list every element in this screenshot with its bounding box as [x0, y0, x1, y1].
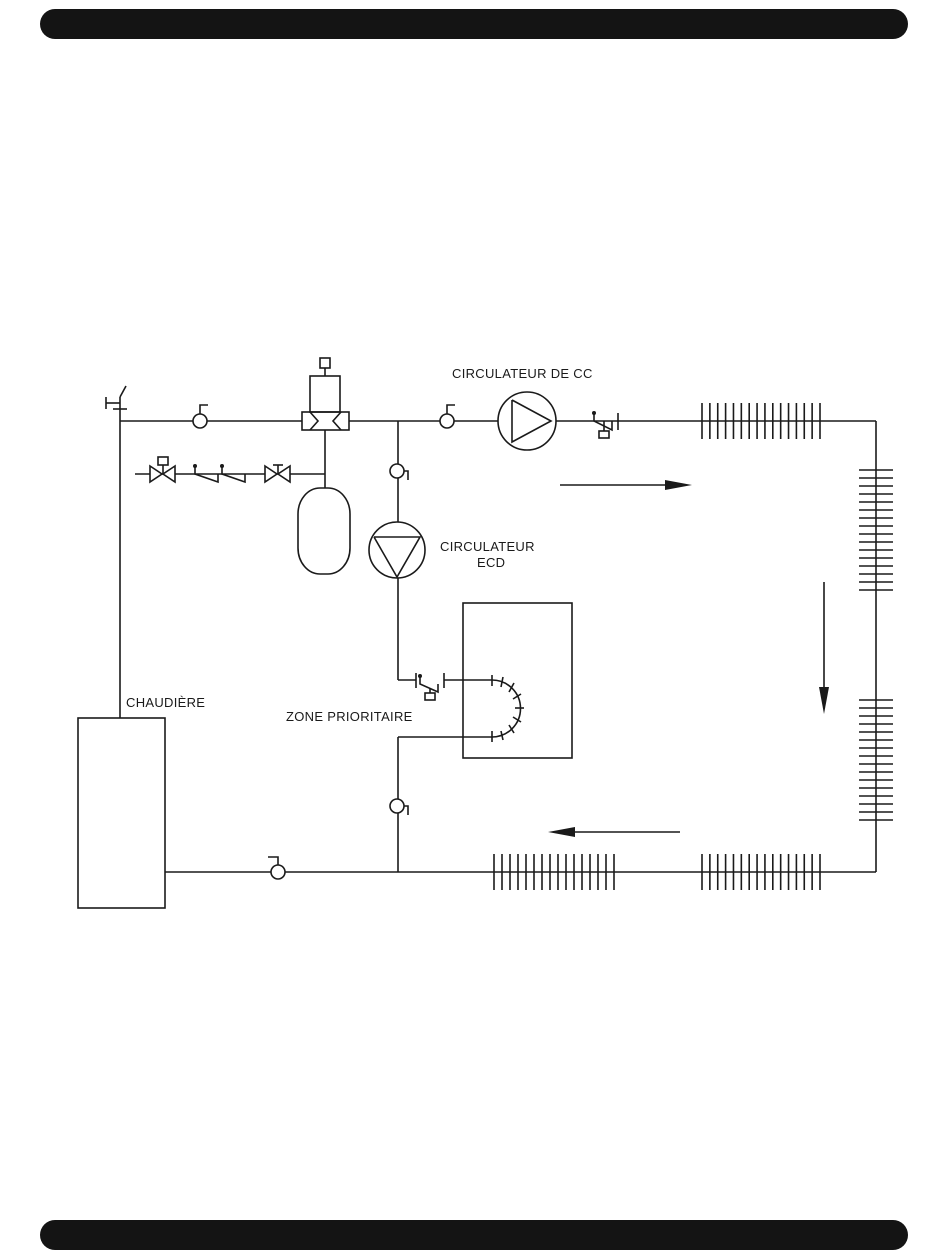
arrow-down-icon: [819, 582, 829, 714]
isolation-valve-ecd-supply: [390, 464, 408, 480]
check-valve-cc: [592, 411, 618, 438]
isolation-valve-top-mid: [440, 405, 455, 428]
label-circulateur-ecd-1: CIRCULATEUR: [440, 539, 535, 554]
label-circulateur-cc: CIRCULATEUR DE CC: [452, 366, 593, 381]
expansion-tank: [298, 488, 350, 574]
main-loop-pipes: [120, 421, 876, 872]
pump-icon: [498, 392, 556, 450]
arrow-left-icon: [548, 827, 680, 837]
isolation-valve-ecd-return: [390, 799, 408, 815]
air-vent: [106, 386, 127, 421]
label-chaudiere: CHAUDIÈRE: [126, 695, 205, 710]
isolation-valve-bottom: [268, 857, 285, 879]
mixing-valve: [302, 358, 349, 430]
label-circulateur-ecd-2: ECD: [477, 555, 505, 570]
pump-icon: [369, 522, 425, 578]
check-valve-ecd: [416, 673, 444, 700]
feed-line-valves: [150, 457, 290, 482]
isolation-valve-top-left: [193, 405, 208, 428]
label-zone-prioritaire: ZONE PRIORITAIRE: [286, 709, 413, 724]
arrow-right-icon: [560, 480, 692, 490]
boiler: [78, 718, 165, 908]
radiator-pipe-segments: [492, 421, 822, 872]
